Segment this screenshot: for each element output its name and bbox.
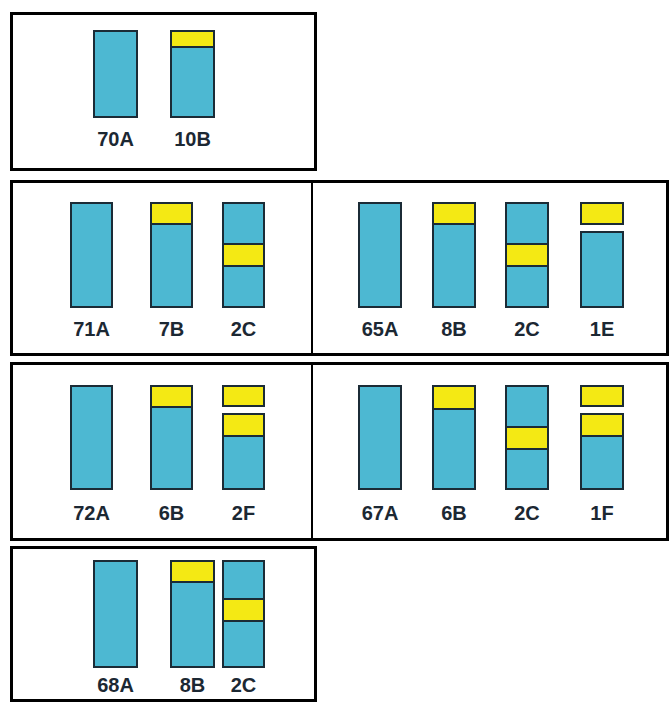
- bar-segment: [505, 450, 549, 490]
- group-frame: [12, 364, 668, 540]
- chromosome-bar: 8B: [170, 560, 215, 697]
- yellow-band: [150, 385, 193, 408]
- bar-segment: [505, 202, 549, 245]
- bar-label: 2F: [204, 502, 284, 525]
- bar-label: 2C: [204, 674, 284, 697]
- chromosome-bar: 72A: [70, 385, 113, 525]
- bar-segment: [70, 385, 113, 490]
- chromosome-bar: 2C: [222, 202, 265, 341]
- chromosome-bar: 67A: [358, 385, 402, 525]
- bar-segment: [358, 385, 402, 490]
- chromosome-bar: 1F: [580, 385, 624, 525]
- bar-label: 2C: [204, 318, 284, 341]
- bar-label: 65A: [340, 318, 420, 341]
- yellow-band: [222, 413, 265, 437]
- yellow-band: [150, 202, 193, 225]
- bar-label: 67A: [340, 502, 420, 525]
- chromosome-bar: 7B: [150, 202, 193, 341]
- chromosome-bar: 2C: [222, 560, 265, 697]
- bar-segment: [432, 410, 476, 490]
- bar-label: 8B: [153, 674, 233, 697]
- bar-label: 71A: [52, 318, 132, 341]
- bar-segment: [150, 408, 193, 490]
- yellow-band: [580, 413, 624, 437]
- bar-segment: [505, 267, 549, 308]
- yellow-band: [222, 245, 265, 267]
- bar-label: 2C: [487, 318, 567, 341]
- bar-segment: [222, 622, 265, 668]
- group-divider: [311, 364, 313, 539]
- bar-label: 7B: [132, 318, 212, 341]
- bar-label: 68A: [76, 674, 156, 697]
- chromosome-bar: 2C: [505, 202, 549, 341]
- bar-label: 70A: [76, 128, 156, 151]
- yellow-band: [580, 385, 624, 407]
- group-divider: [311, 182, 313, 354]
- bar-segment: [222, 437, 265, 490]
- bar-segment: [580, 437, 624, 490]
- bar-segment: [222, 202, 265, 245]
- yellow-band: [170, 560, 215, 583]
- chromosome-bar: 8B: [432, 202, 476, 341]
- chromosome-bar: 2F: [222, 385, 265, 525]
- yellow-band: [222, 600, 265, 622]
- group-frame: [12, 182, 668, 355]
- chromosome-bar: 2C: [505, 385, 549, 525]
- bar-label: 1F: [562, 502, 642, 525]
- group-frame: [12, 14, 316, 170]
- bar-label: 6B: [132, 502, 212, 525]
- bar-label: 10B: [153, 128, 233, 151]
- chromosome-bar: 65A: [358, 202, 402, 341]
- bar-segment: [150, 225, 193, 308]
- bar-segment: [93, 30, 138, 118]
- yellow-band: [580, 202, 624, 225]
- yellow-band: [505, 428, 549, 450]
- bar-label: 72A: [52, 502, 132, 525]
- chromosome-bar: 6B: [150, 385, 193, 525]
- chromosome-bar: 70A: [93, 30, 138, 151]
- chromosome-bar: 71A: [70, 202, 113, 341]
- yellow-band: [170, 30, 215, 48]
- bar-segment: [93, 560, 138, 668]
- bar-segment: [70, 202, 113, 308]
- bar-label: 1E: [562, 318, 642, 341]
- group-frame: [12, 548, 316, 701]
- chromosome-bar: 68A: [93, 560, 138, 697]
- bar-segment: [580, 231, 624, 308]
- bar-segment: [170, 48, 215, 118]
- bar-segment: [358, 202, 402, 308]
- bar-segment: [222, 560, 265, 600]
- bar-segment: [170, 583, 215, 668]
- yellow-band: [432, 202, 476, 225]
- bar-label: 6B: [414, 502, 494, 525]
- chromosome-bar: 6B: [432, 385, 476, 525]
- yellow-band: [505, 245, 549, 267]
- chromosome-bar: 1E: [580, 202, 624, 341]
- bar-segment: [432, 225, 476, 308]
- bar-segment: [505, 385, 549, 428]
- bar-label: 8B: [414, 318, 494, 341]
- chromosome-bar: 10B: [170, 30, 215, 151]
- bar-label: 2C: [487, 502, 567, 525]
- bar-segment: [222, 267, 265, 308]
- yellow-band: [222, 385, 265, 407]
- yellow-band: [432, 385, 476, 410]
